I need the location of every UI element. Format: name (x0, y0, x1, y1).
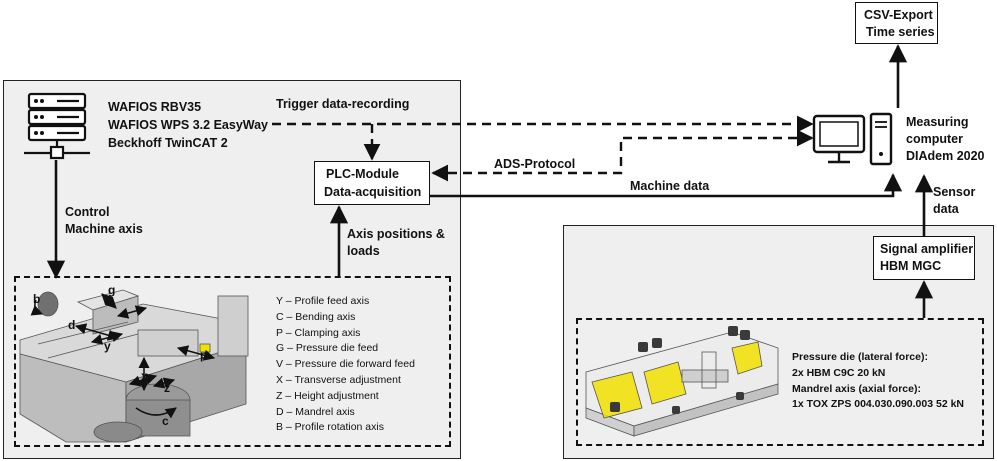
sensor-line: 2x HBM C9C 20 kN (792, 366, 886, 379)
pressure-die-sensor-illustration (585, 326, 779, 437)
control-label-1: Control (65, 205, 110, 219)
sensor-description: Pressure die (lateral force): 2x HBM C9C… (792, 350, 964, 413)
csv-export-box (855, 2, 938, 44)
legend-item: B – Profile rotation axis (276, 421, 384, 434)
signal-amplifier-box (873, 236, 975, 280)
bending-machine-illustration (19, 289, 249, 443)
machine-axis-label-v: v (136, 303, 143, 317)
sensor-data-label-2: data (933, 202, 959, 216)
machine-axis-label-d: d (68, 318, 76, 332)
machine-axis-label-b: b (33, 292, 41, 306)
desktop-computer-icon (812, 112, 893, 166)
sensor-data-label-1: Sensor (933, 185, 976, 199)
legend-item: Z – Height adjustment (276, 389, 379, 402)
signal-amplifier-title: Signal amplifier (880, 242, 974, 256)
machine-axis-label-p: p (200, 348, 208, 362)
sensor-line: 1x TOX ZPS 004.030.090.003 52 kN (792, 398, 965, 411)
server-label-2: WAFIOS WPS 3.2 EasyWay (108, 118, 269, 132)
axis-positions-label-2: loads (347, 244, 380, 258)
machine-axis-label-c: c (162, 414, 169, 428)
legend-item: P – Clamping axis (276, 326, 361, 339)
server-rack-icon (24, 92, 90, 160)
trigger-label: Trigger data-recording (276, 97, 410, 111)
machine-axis-label-x: x (141, 369, 148, 383)
machine-axis-label-g: g (108, 283, 116, 297)
legend-item: G – Pressure die feed (276, 342, 379, 355)
axes-legend: Y – Profile feed axis C – Bending axis P… (276, 294, 415, 436)
server-label-1: WAFIOS RBV35 (108, 100, 202, 114)
machine-axis-label-z: z (164, 381, 170, 395)
legend-item: Y – Profile feed axis (276, 295, 370, 307)
sensor-illustration-box (576, 318, 984, 446)
ads-protocol-arrow (431, 129, 814, 182)
measuring-computer-label-2: computer (906, 132, 963, 146)
machine-data-label: Machine data (630, 179, 710, 193)
plc-module-title: PLC-Module (326, 167, 399, 181)
machine-axis-label-y: y (104, 339, 111, 353)
measuring-computer-label-3: DIAdem 2020 (906, 149, 985, 163)
plc-module-subtitle: Data-acquisition (324, 185, 422, 199)
csv-export-title: CSV-Export (864, 8, 933, 22)
axis-positions-label-1: Axis positions & (347, 227, 445, 241)
server-label-3: Beckhoff TwinCAT 2 (108, 136, 228, 150)
signal-amplifier-subtitle: HBM MGC (880, 259, 942, 273)
legend-item: C – Bending axis (276, 310, 356, 323)
legend-item: D – Mandrel axis (276, 405, 355, 418)
sensor-line: Pressure die (lateral force): (792, 351, 928, 363)
control-label-2: Machine axis (65, 222, 143, 236)
csv-export-subtitle: Time series (866, 25, 935, 39)
plc-module-box (314, 161, 430, 205)
machine-data-arrow (430, 173, 903, 198)
ads-protocol-label: ADS-Protocol (494, 157, 576, 171)
sensor-line: Mandrel axis (axial force): (792, 382, 921, 395)
legend-item: X – Transverse adjustment (276, 373, 401, 386)
legend-item: V – Pressure die forward feed (276, 358, 415, 371)
machine-illustration-box (14, 276, 451, 447)
measuring-computer-label-1: Measuring (906, 115, 969, 129)
